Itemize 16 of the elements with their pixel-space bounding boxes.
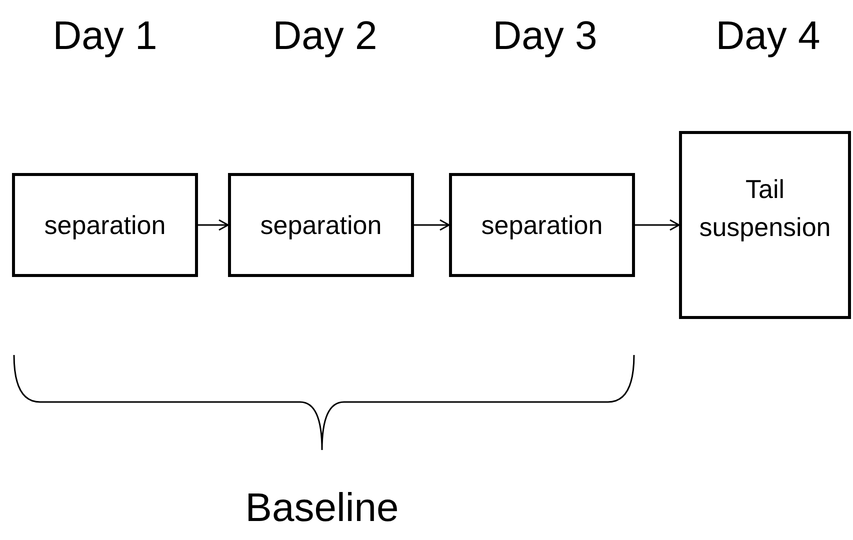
box-text: Tail suspension xyxy=(698,173,832,244)
day-label: Day 1 xyxy=(52,13,158,60)
brace-label: Baseline xyxy=(245,485,399,532)
process-box xyxy=(12,173,198,277)
day-label: Day 3 xyxy=(492,13,598,60)
day-label: Day 4 xyxy=(716,13,820,60)
process-box xyxy=(228,173,414,277)
process-box xyxy=(679,131,851,319)
arrow xyxy=(635,219,680,231)
box-text: separation xyxy=(481,209,603,242)
arrow xyxy=(414,219,450,231)
process-box xyxy=(449,173,635,277)
day-label: Day 2 xyxy=(272,13,378,60)
arrow xyxy=(198,219,229,231)
box-text: separation xyxy=(260,209,382,242)
box-text: separation xyxy=(44,209,166,242)
